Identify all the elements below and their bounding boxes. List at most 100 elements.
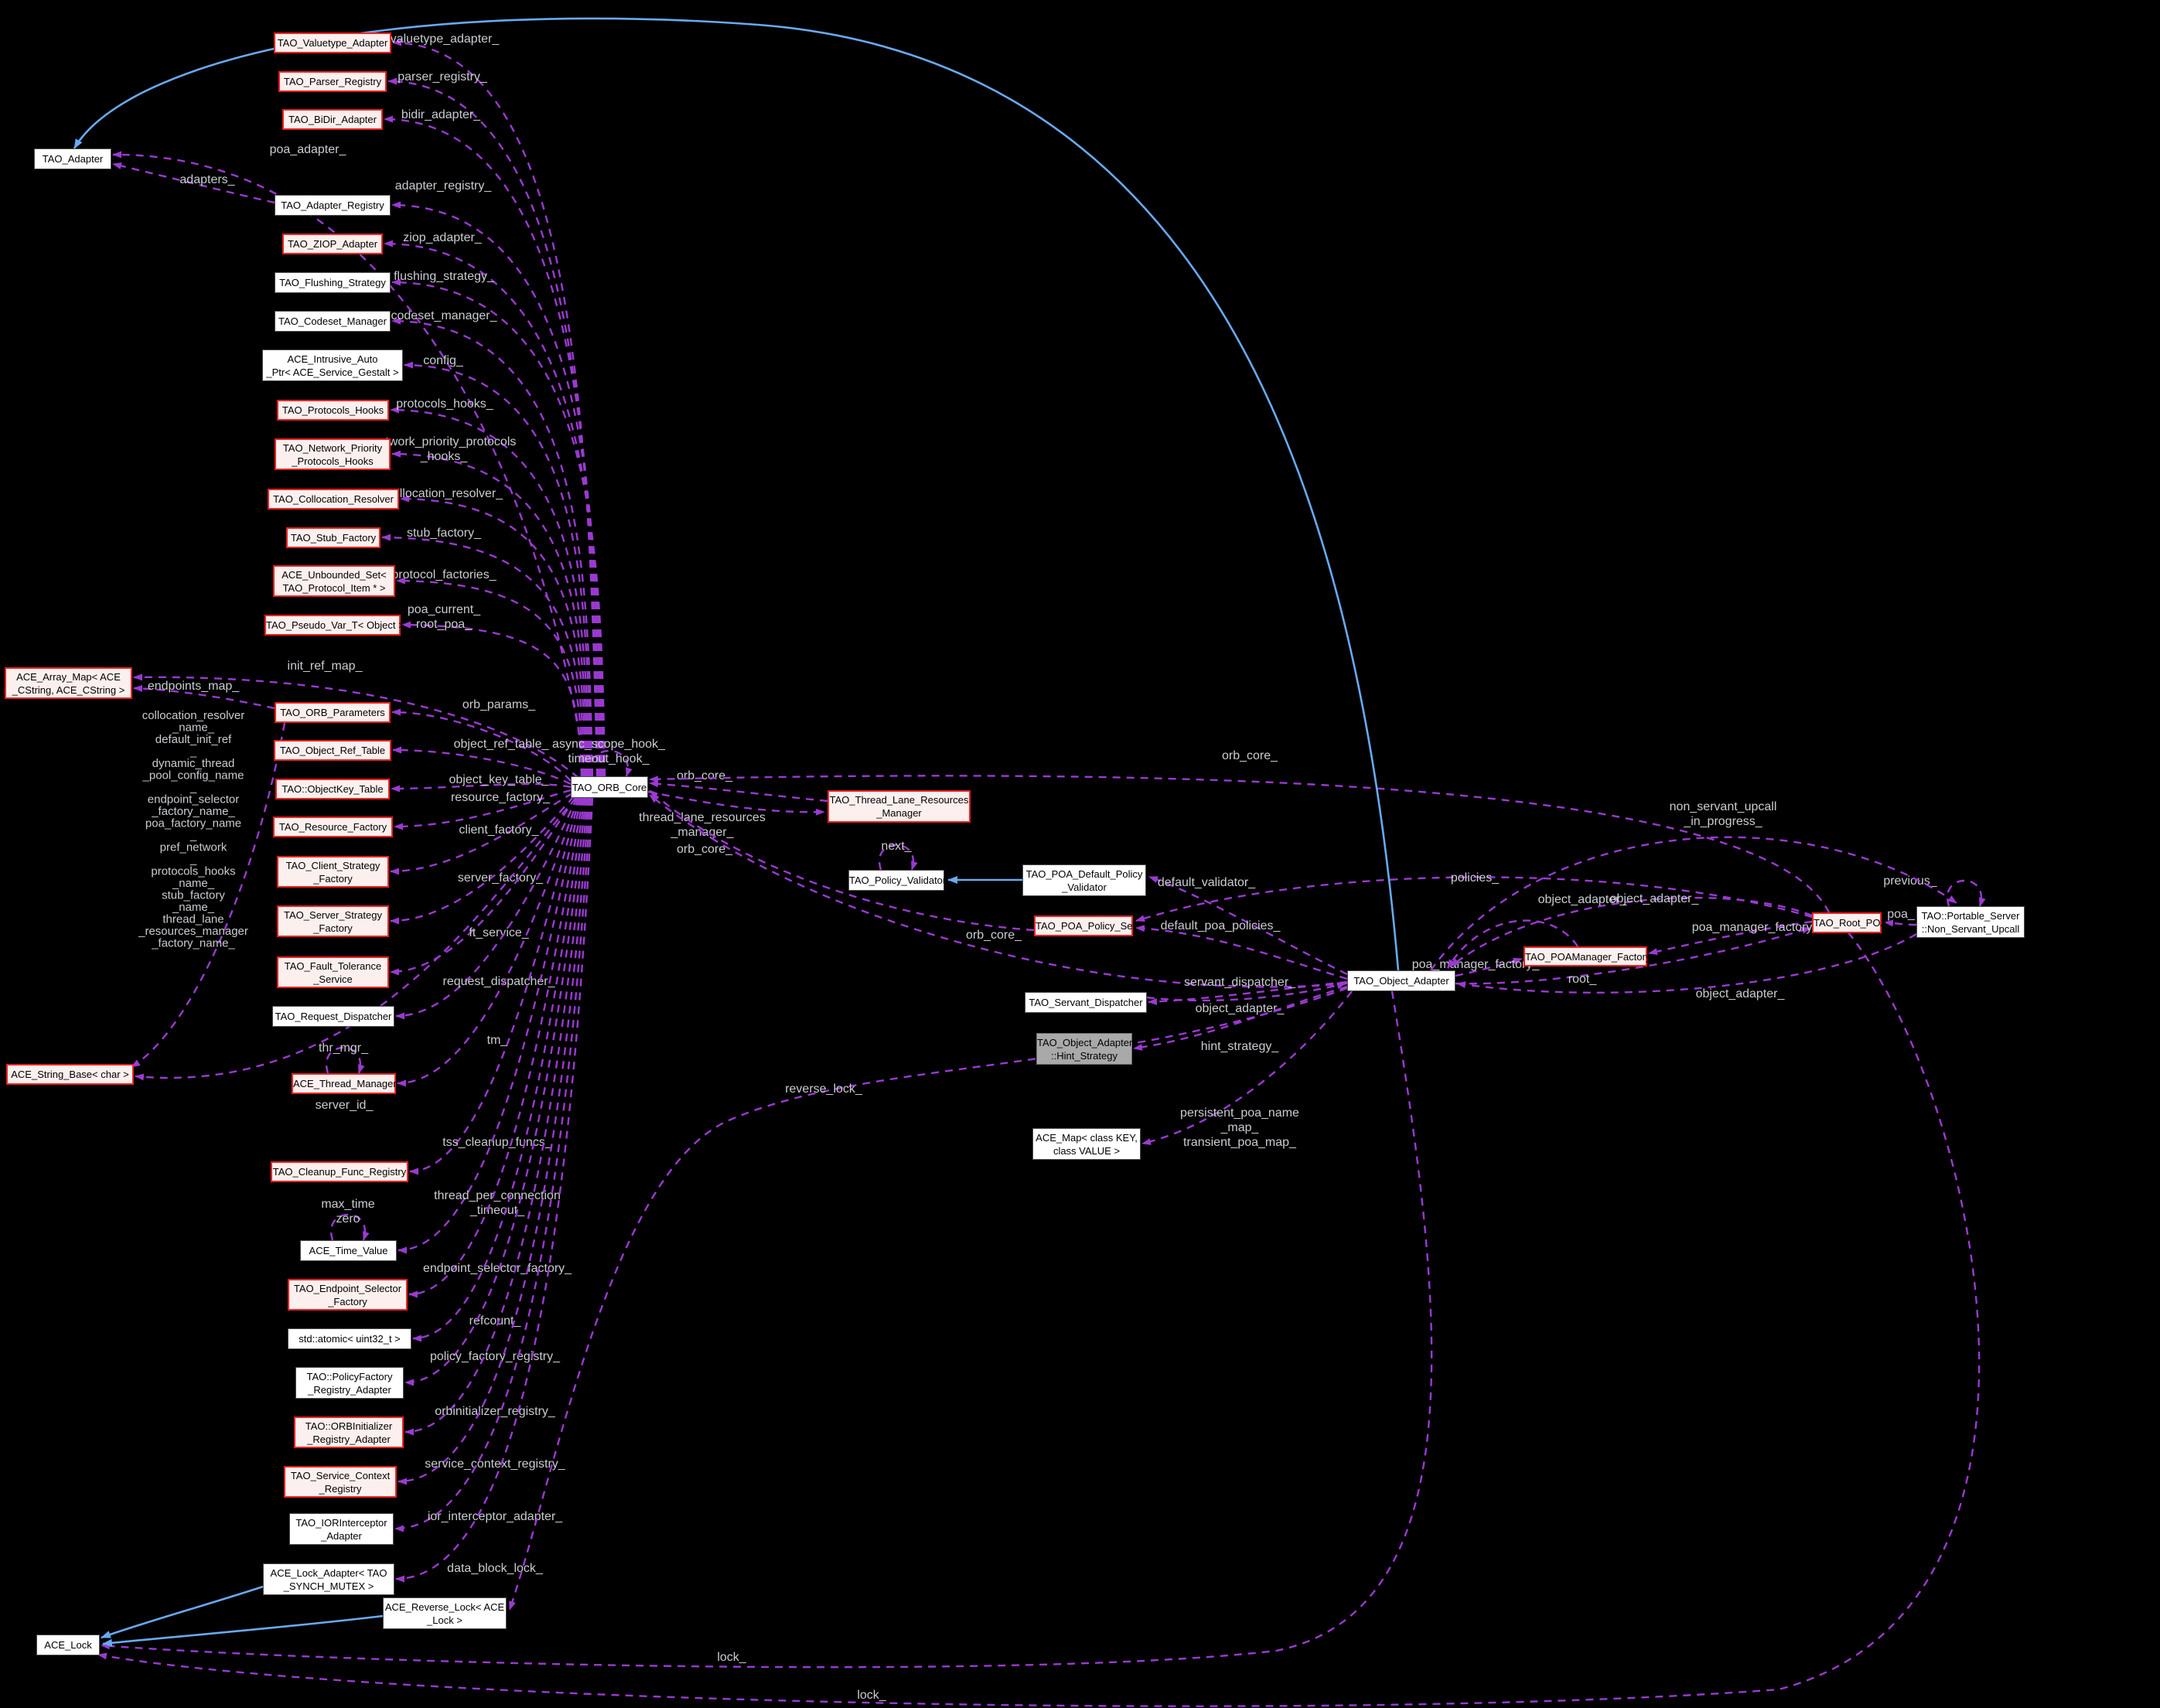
- node-thread_manager[interactable]: ACE_Thread_Manager: [292, 1073, 397, 1094]
- edge-label-thr_mgr_: thr_mgr_: [319, 1042, 369, 1055]
- node-server_strategy[interactable]: TAO_Server_Strategy_Factory: [277, 905, 389, 937]
- edge-label-async_scope_hook_timeout_hook_: async_scope_hook_timeout_hook_: [552, 738, 666, 765]
- node-default_validator_n[interactable]: TAO_POA_Default_Policy_Validator: [1022, 864, 1146, 896]
- edge-persistent_transient_poa_map_: [1141, 990, 1353, 1145]
- node-codeset[interactable]: TAO_Codeset_Manager: [275, 311, 391, 332]
- node-bidir[interactable]: TAO_BiDir_Adapter: [282, 109, 383, 130]
- edge-protocols_hooks_: [390, 406, 591, 777]
- edge-orb_params_: [391, 708, 572, 782]
- node-endpoint_sel[interactable]: TAO_Endpoint_Selector_Factory: [288, 1279, 408, 1311]
- node-client_strategy[interactable]: TAO_Client_Strategy_Factory: [277, 856, 389, 888]
- node-poa_policy_set[interactable]: TAO_POA_Policy_Set: [1034, 915, 1135, 936]
- node-object_adapter_n[interactable]: TAO_Object_Adapter: [1347, 970, 1455, 991]
- node-servant_disp[interactable]: TAO_Servant_Dispatcher: [1025, 992, 1147, 1013]
- node-intrusive[interactable]: ACE_Intrusive_Auto_Ptr< ACE_Service_Gest…: [262, 349, 403, 381]
- node-label: _Lock >: [427, 1614, 462, 1626]
- edge-label-poa_current_root_poa_: poa_current_root_poa_: [408, 603, 481, 631]
- node-label: ACE_Intrusive_Auto: [287, 353, 378, 365]
- node-network_priority[interactable]: TAO_Network_Priority_Protocols_Hooks: [275, 438, 391, 470]
- node-orb_params_n[interactable]: TAO_ORB_Parameters: [275, 702, 391, 723]
- edge-collocation_resolver_: [400, 495, 588, 777]
- node-time_value[interactable]: ACE_Time_Value: [300, 1240, 397, 1261]
- node-non_servant[interactable]: TAO::Portable_Server::Non_Servant_Upcall: [1916, 906, 2025, 938]
- node-service_ctx[interactable]: TAO_Service_Context_Registry: [284, 1466, 397, 1498]
- node-label: class VALUE >: [1053, 1144, 1121, 1157]
- node-string_base[interactable]: ACE_String_Base< char >: [6, 1064, 134, 1085]
- node-resource_factory_n[interactable]: TAO_Resource_Factory: [273, 816, 393, 837]
- node-objectkey[interactable]: TAO::ObjectKey_Table: [275, 779, 390, 799]
- edge-label-previous_: previous_: [1883, 874, 1937, 888]
- node-label: TAO_POA_Default_Policy: [1025, 868, 1143, 880]
- node-parser[interactable]: TAO_Parser_Registry: [278, 71, 387, 92]
- node-label: TAO_Object_Adapter: [1353, 975, 1449, 987]
- node-iorint[interactable]: TAO_IORInterceptor_Adapter: [289, 1513, 394, 1545]
- edge-label-endpoint_selector_factory_: endpoint_selector_factory_: [423, 1262, 572, 1275]
- edge-adapters_: [112, 162, 275, 204]
- node-fault_tolerance[interactable]: TAO_Fault_Tolerance_Service: [277, 956, 389, 988]
- node-stub_factory[interactable]: TAO_Stub_Factory: [286, 527, 380, 548]
- edge-orb_core_rootpoa: [649, 775, 1831, 913]
- edge-service_context_registry_: [398, 797, 591, 1485]
- node-label: TAO_Service_Context: [290, 1469, 391, 1481]
- node-hint_strategy[interactable]: TAO_Object_Adapter::Hint_Strategy: [1036, 1033, 1132, 1065]
- node-cleanup[interactable]: TAO_Cleanup_Func_Registry: [271, 1161, 408, 1182]
- edge-object_ref_table_: [392, 746, 572, 786]
- edge-label-default_validator_: default_validator_: [1158, 876, 1256, 889]
- node-orbinit[interactable]: TAO::ORBInitializer_Registry_Adapter: [294, 1417, 404, 1448]
- node-label: _Factory: [328, 1295, 367, 1307]
- node-tlrm[interactable]: TAO_Thread_Lane_Resources_Manager: [827, 790, 971, 823]
- node-lock_adapter[interactable]: ACE_Lock_Adapter< TAO_SYNCH_MUTEX >: [263, 1563, 394, 1595]
- node-adapter[interactable]: TAO_Adapter: [34, 148, 111, 169]
- edge-label-ziop_adapter_: ziop_adapter_: [403, 231, 483, 244]
- edge-orb_parameters_names: [131, 722, 286, 1069]
- node-adapter_registry[interactable]: TAO_Adapter_Registry: [275, 195, 391, 216]
- node-policyfactory[interactable]: TAO::PolicyFactory_Registry_Adapter: [295, 1367, 404, 1399]
- edge-endpoints_map_: [133, 684, 275, 710]
- edge-label-tss_cleanup_funcs_: tss_cleanup_funcs_: [442, 1136, 553, 1149]
- edge-label-policy_factory_registry_: policy_factory_registry_: [430, 1350, 561, 1363]
- edge-label-request_dispatcher_: request_dispatcher_: [443, 975, 556, 988]
- edge-object_adapter_pmf: [1446, 919, 1578, 969]
- node-label: TAO_Root_POA: [1814, 917, 1888, 929]
- edge-orb_core_policy: [649, 789, 1035, 932]
- node-request_dispatcher_n[interactable]: TAO_Request_Dispatcher: [272, 1006, 394, 1027]
- node-pseudo_var[interactable]: TAO_Pseudo_Var_T< Object >: [264, 615, 404, 636]
- edge-label-object_ref_table_: object_ref_table_: [454, 738, 550, 751]
- node-protocols_hooks[interactable]: TAO_Protocols_Hooks: [277, 400, 389, 421]
- node-ziop[interactable]: TAO_ZIOP_Adapter: [282, 234, 383, 254]
- node-ace_map[interactable]: ACE_Map< class KEY,class VALUE >: [1032, 1128, 1141, 1160]
- edge-object_key_table_: [391, 782, 572, 793]
- node-ace_lock[interactable]: ACE_Lock: [36, 1635, 100, 1655]
- node-label: ::Non_Servant_Upcall: [1921, 922, 2020, 935]
- edge-hint_strategy_: [1133, 985, 1348, 1051]
- node-flushing[interactable]: TAO_Flushing_Strategy: [275, 272, 391, 293]
- node-object_ref[interactable]: TAO_Object_Ref_Table: [274, 740, 391, 761]
- node-policy_validator[interactable]: TAO_Policy_Validator: [848, 870, 946, 891]
- node-label: TAO_Adapter: [42, 153, 104, 165]
- node-label: ACE_Unbounded_Set<: [282, 568, 387, 581]
- node-label: std::atomic< uint32_t >: [299, 1333, 401, 1345]
- node-label: _Registry_Adapter: [308, 1383, 391, 1396]
- edge-label-ft_service_: ft_service_: [469, 926, 529, 939]
- node-orb_core[interactable]: TAO_ORB_Core: [571, 776, 648, 798]
- edge-label-protocols_hooks_: protocols_hooks_: [396, 397, 494, 411]
- node-collocation[interactable]: TAO_Collocation_Resolver: [268, 489, 399, 510]
- edge-previous_: [1946, 879, 1986, 907]
- node-array_map[interactable]: ACE_Array_Map< ACE_CString, ACE_CString …: [5, 667, 132, 699]
- node-label: TAO_Endpoint_Selector: [293, 1282, 402, 1294]
- node-poamanager[interactable]: TAO_POAManager_Factory: [1524, 946, 1650, 967]
- node-reverse_lock[interactable]: ACE_Reverse_Lock< ACE_Lock >: [383, 1597, 507, 1629]
- node-label: TAO::Portable_Server: [1921, 909, 2020, 922]
- node-unbounded[interactable]: ACE_Unbounded_Set<TAO_Protocol_Item * >: [273, 565, 395, 597]
- edge-label-stub_factory_: stub_factory_: [407, 527, 482, 540]
- edge-thread_lane_resources_manager_: [647, 790, 825, 816]
- edge-label-thread_lane_resources_manager_: thread_lane_resources_manager_: [639, 811, 766, 839]
- node-label: TAO_Server_Strategy: [284, 909, 382, 921]
- node-label: ACE_Time_Value: [309, 1245, 388, 1256]
- node-root_poa[interactable]: TAO_Root_POA: [1812, 912, 1888, 933]
- node-valuetype[interactable]: TAO_Valuetype_Adapter: [274, 32, 391, 53]
- edge-label-non_servant_upcall_in_progress_: non_servant_upcall_in_progress_: [1670, 800, 1777, 828]
- edge-poa_manager_factory_rp: [1648, 920, 1813, 955]
- node-atomic[interactable]: std::atomic< uint32_t >: [288, 1328, 411, 1349]
